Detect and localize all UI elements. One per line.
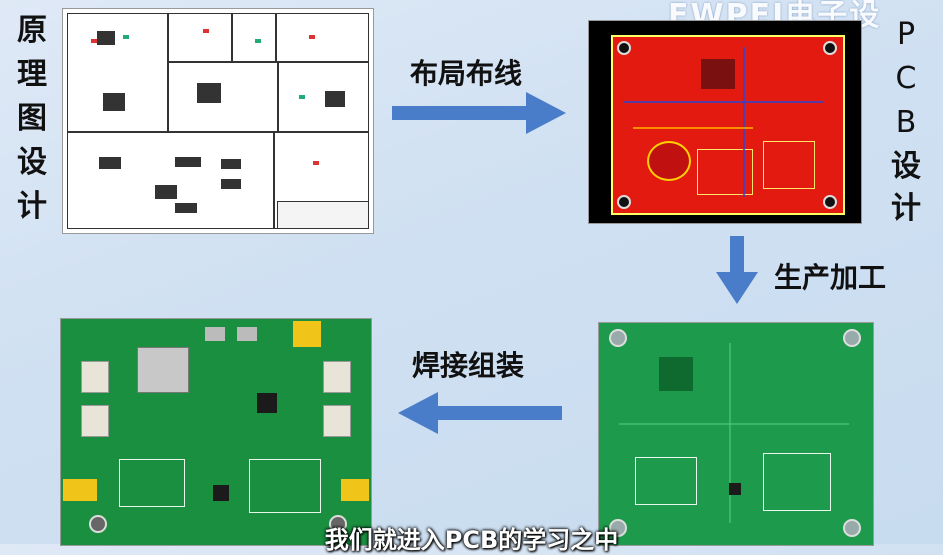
schematic-label-char: 计 — [17, 189, 47, 224]
pcb-label-char: 计 — [891, 191, 921, 226]
schematic-label-char: 理 — [17, 57, 47, 92]
pcb-label-char: P — [896, 17, 916, 52]
assembled-board-photo — [60, 318, 372, 546]
soldering-assembly-label: 焊接组装 — [412, 349, 525, 382]
manufacturing-label: 生产加工 — [774, 261, 887, 294]
bare-pcb-photo — [598, 322, 874, 546]
pcb-label-char: B — [895, 105, 917, 140]
schematic-label-char: 原 — [17, 13, 47, 48]
schematic-image — [62, 8, 374, 234]
layout-routing-label: 布局布线 — [410, 57, 523, 90]
schematic-label-char: 设 — [17, 145, 47, 180]
arrow-right-icon — [392, 92, 566, 134]
pcb-label-char: C — [895, 61, 917, 96]
video-subtitle: 我们就进入PCB的学习之中 — [324, 526, 619, 554]
schematic-label-char: 图 — [17, 101, 47, 136]
arrow-down-icon — [716, 236, 758, 304]
pcb-label-char: 设 — [891, 149, 921, 184]
arrow-left-icon — [398, 392, 562, 434]
pcb-layout-image — [588, 20, 862, 224]
